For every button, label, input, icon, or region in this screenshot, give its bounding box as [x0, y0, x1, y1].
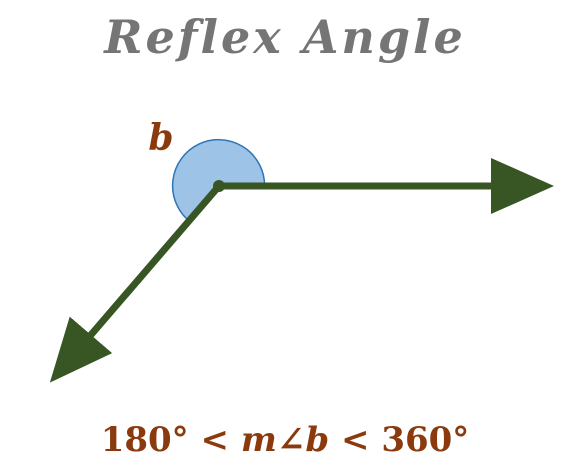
- formula-less-than-1: <: [200, 420, 230, 460]
- reflex-inequality: 180° < m∠b < 360°: [0, 420, 570, 460]
- diagram-title: Reflex Angle: [104, 10, 466, 64]
- angle-label: b: [148, 117, 173, 159]
- formula-upper-bound: 360°: [381, 420, 470, 460]
- formula-measure-m: m: [240, 420, 277, 460]
- formula-less-than-2: <: [340, 420, 370, 460]
- formula-lower-bound: 180°: [100, 420, 189, 460]
- formula-angle-b: b: [305, 420, 330, 460]
- formula-angle-symbol: ∠: [276, 420, 306, 460]
- ray-diagonal: [49, 183, 222, 383]
- vertex-point: [213, 180, 225, 192]
